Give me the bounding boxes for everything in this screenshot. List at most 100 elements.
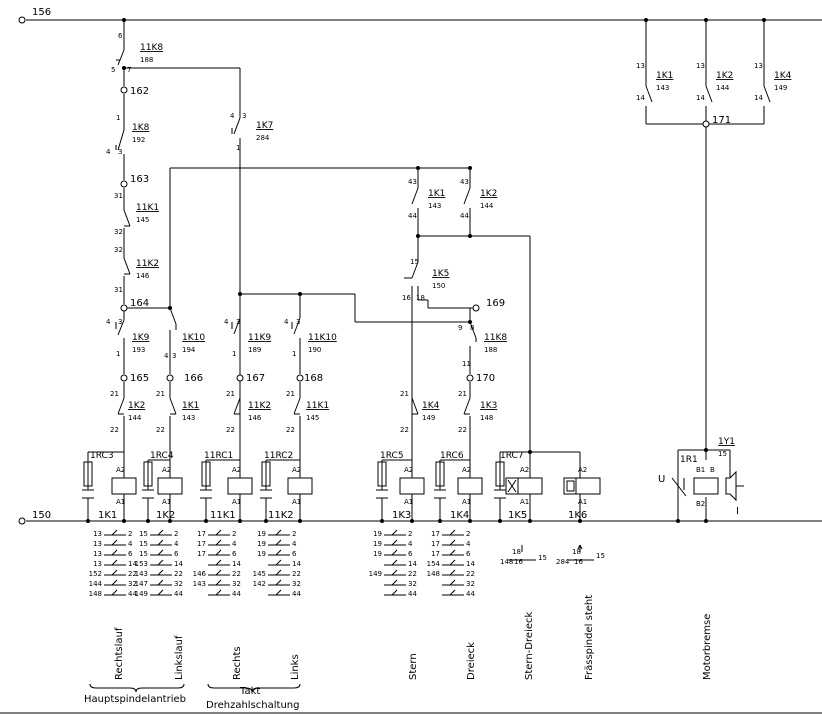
caption-links: Links [290,654,301,680]
xref-4-right-2: 6 [408,550,413,558]
k9-t1: 4 [106,318,111,326]
k2a-t2: 31 [114,286,123,294]
captions: Rechtslauf Linkslauf Rechts Links Stern … [114,595,713,680]
b3-t2: 14 [754,94,763,102]
k6-xref-t2: 16 [574,558,583,566]
xref-2-left-5: 143 [193,580,206,588]
brake-b1: B1 [696,466,705,474]
junction-dots [86,18,766,523]
xref-1-left-5: 147 [135,580,148,588]
xref-2-switch-5 [215,579,222,586]
coil-7-a2: A2 [578,466,587,474]
xref-5-right-1: 4 [466,540,471,548]
coil-1k6 [563,477,601,495]
rail-bottom-terminal [18,517,26,525]
xref-5-switch-1 [449,539,456,546]
xref-3-left-1: 19 [257,540,266,548]
sk1-t2: 44 [408,212,417,220]
k2a-ref: 146 [136,272,150,280]
brake-b: B [710,466,715,474]
c2-t2: 22 [156,426,165,434]
b3-name: 1K4 [774,71,792,81]
c2-name: 1K1 [182,401,199,411]
xref-0-right-0: 2 [128,530,132,538]
c4-t2: 22 [286,426,295,434]
xref-3-switch-4 [275,569,282,576]
coil-0-a2: A2 [116,466,125,474]
caption-fraesspindel: Frässpindel steht [584,595,595,680]
xref-3-left-0: 19 [257,530,266,538]
k5-t3: 18 [416,294,425,302]
k9b-ref: 189 [248,346,261,354]
xref-0-right-4: 22 [128,570,137,578]
c2-ref: 143 [182,414,195,422]
k8top-t1: 6 [118,32,123,40]
xref-3-right-3: 14 [292,560,301,568]
xref-4-right-3: 14 [408,560,417,568]
coil-7-name: 1K6 [568,510,587,521]
xref-0-left-2: 13 [93,550,102,558]
k7-ref: 284 [256,134,270,142]
k9-name: 1K9 [132,333,150,343]
node-169: 169 [486,298,505,309]
xref-3-switch-3 [275,559,282,566]
sk2-t1: 43 [460,178,469,186]
xref-3-left-2: 19 [257,550,266,558]
xref-4-right-1: 4 [408,540,413,548]
xref-5-right-2: 6 [466,550,471,558]
xref-4-left-4: 149 [369,570,382,578]
coil-1k4 [457,477,483,495]
k6-xref: 18 15 284 16 [556,548,605,566]
xref-4-switch-3 [391,559,398,566]
xref-2-right-6: 44 [232,590,241,598]
coil-1k2 [157,477,183,495]
coil-4-a2: A2 [404,466,413,474]
xref-1-left-2: 15 [139,550,148,558]
coil-6-a2: A2 [520,466,529,474]
xref-5-left-0: 17 [431,530,440,538]
xref-2-switch-1 [215,539,222,546]
k6-xref-ref: 284 [556,558,570,566]
caption-linkslauf: Linkslauf [174,635,185,680]
node-165: 165 [130,373,149,384]
xref-5-switch-5 [449,579,456,586]
xref-3-switch-1 [275,539,282,546]
xref-0-switch-3 [111,559,118,566]
sk1-name: 1K1 [428,189,445,199]
coil-1-a1: A1 [162,498,171,506]
caption-stern: Stern [408,653,419,680]
xref-0-switch-4 [111,569,118,576]
sk2-t2: 44 [460,212,469,220]
xref-5-switch-0 [449,529,456,536]
xref-3-right-5: 32 [292,580,301,588]
k8-t2: 4 [106,148,111,156]
k8top-t2: 5 [111,66,115,74]
k5-xref-t1: 18 [512,548,521,556]
coil-1k5 [505,477,543,495]
xref-1-right-0: 2 [174,530,178,538]
c5-t2: 22 [400,426,409,434]
xref-1-switch-2 [157,549,164,556]
xref-4-switch-1 [391,539,398,546]
k9b-t3: 1 [232,350,236,358]
xref-0-switch-0 [111,529,118,536]
node-circles [120,86,710,382]
k10-t2: 4 [164,352,169,360]
rail-bottom-label: 150 [32,510,51,521]
k8b-name: 11K8 [484,333,507,343]
coil-5-name: 1K4 [450,510,469,521]
xref-4-switch-2 [391,549,398,556]
c4-t1: 21 [286,390,295,398]
xref-2-switch-3 [215,559,222,566]
xref-0-left-6: 148 [89,590,102,598]
xref-1-left-4: 143 [135,570,148,578]
c4-ref: 145 [306,414,319,422]
xref-2-right-3: 14 [232,560,241,568]
k10b-ref: 190 [308,346,321,354]
xref-5-right-0: 2 [466,530,470,538]
k6-xref-t3: 15 [596,552,605,560]
xref-5-right-3: 14 [466,560,475,568]
c5-ref: 149 [422,414,435,422]
xref-1-switch-0 [157,529,164,536]
coil-11k2 [287,477,313,495]
